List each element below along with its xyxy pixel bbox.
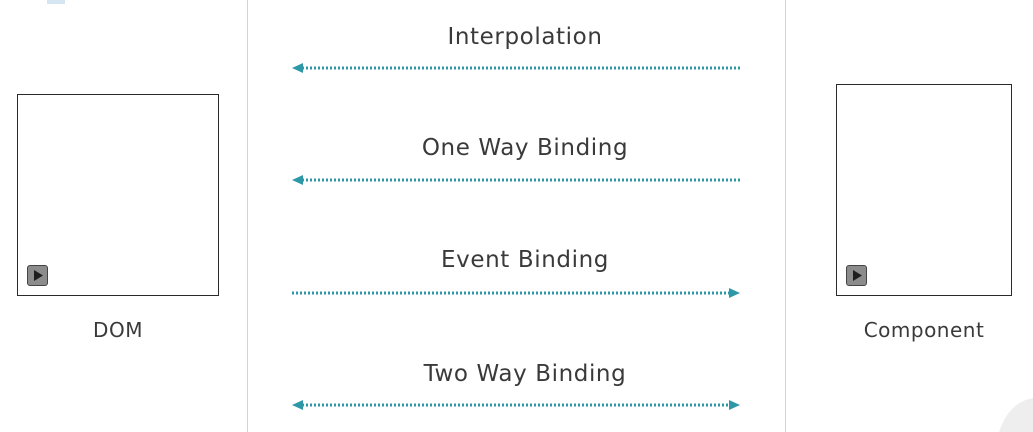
binding-label-event: Event Binding: [441, 247, 609, 273]
corner-mark: [47, 0, 65, 4]
arrowhead-left: [292, 175, 303, 185]
right-divider: [785, 0, 786, 432]
binding-label-interpolation: Interpolation: [447, 24, 603, 50]
arrow-two-way: [292, 400, 740, 410]
arrow-interpolation: [292, 63, 740, 73]
arrow-one-way: [292, 175, 740, 185]
dom-play-button[interactable]: [27, 265, 48, 286]
component-play-button[interactable]: [846, 265, 867, 286]
arrowhead-left: [292, 400, 303, 410]
dom-label: DOM: [93, 318, 143, 342]
arrow-event: [292, 288, 740, 298]
binding-label-one-way: One Way Binding: [421, 135, 629, 161]
play-icon: [34, 270, 43, 281]
arrowhead-left: [292, 63, 303, 73]
arrowhead-right: [729, 400, 740, 410]
play-icon: [853, 270, 862, 281]
arrowhead-right: [729, 288, 740, 298]
binding-label-two-way: Two Way Binding: [423, 361, 627, 387]
left-divider: [247, 0, 248, 432]
component-label: Component: [863, 318, 985, 342]
component-frame: [836, 84, 1012, 296]
corner-curve: [999, 398, 1033, 432]
dom-frame: [17, 94, 219, 296]
